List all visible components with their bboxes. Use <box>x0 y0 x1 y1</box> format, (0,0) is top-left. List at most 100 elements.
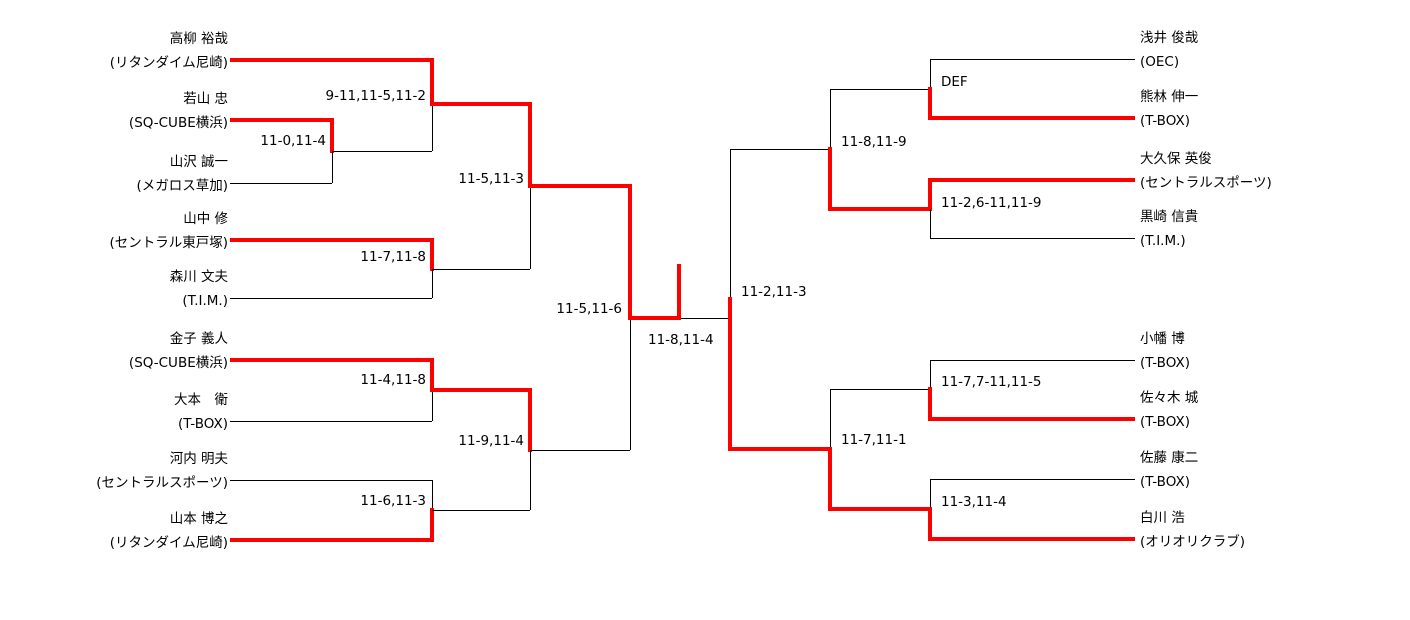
bracket-line <box>830 389 930 390</box>
player-club: (T.I.M.) <box>182 293 228 309</box>
player-left-8: 河内 明夫 (セントラルスポーツ) <box>96 447 228 495</box>
player-club: (T-BOX) <box>1140 474 1190 490</box>
player-right-6: 佐々木 城 (T-BOX) <box>1140 386 1198 434</box>
match-score-right-qf-top: 11-8,11-9 <box>841 134 907 150</box>
player-name: 小幡 博 <box>1140 331 1185 347</box>
player-right-5: 小幡 博 (T-BOX) <box>1140 327 1190 375</box>
bracket-line <box>230 298 432 299</box>
winner-path <box>430 508 434 542</box>
match-score-left-r16-low: 11-4,11-8 <box>360 372 426 388</box>
bracket-line <box>230 421 432 422</box>
player-club: (OEC) <box>1140 54 1180 70</box>
match-score-left-r16-top: 9-11,11-5,11-2 <box>325 88 427 104</box>
winner-path <box>430 238 434 271</box>
winner-path <box>928 116 1135 120</box>
winner-path <box>430 58 434 106</box>
bracket-line <box>432 390 433 421</box>
player-club: (SQ-CUBE横浜) <box>128 355 228 371</box>
player-club: (T-BOX) <box>1140 113 1190 129</box>
player-left-1: 高柳 裕哉 (リタンダイム尼崎) <box>110 27 228 75</box>
winner-path <box>528 102 532 188</box>
bracket-line <box>530 450 531 510</box>
match-score-right-r16-top: DEF <box>941 74 968 90</box>
winner-path <box>230 118 334 122</box>
winner-path <box>928 178 932 211</box>
winner-path <box>728 447 832 451</box>
winner-path <box>528 184 630 188</box>
winner-path <box>828 147 832 211</box>
winner-path <box>528 388 532 452</box>
bracket-line <box>930 479 931 509</box>
winner-path <box>230 358 434 362</box>
match-score-right-r16-low: 11-7,7-11,11-5 <box>941 374 1042 390</box>
bracket-line <box>230 183 332 184</box>
player-name: 佐々木 城 <box>1140 390 1199 406</box>
winner-path <box>230 58 434 62</box>
player-club: (リタンダイム尼崎) <box>109 55 228 71</box>
bracket-line <box>930 360 931 389</box>
champion-line <box>677 264 681 320</box>
player-left-2: 若山 忠 (SQ-CUBE横浜) <box>129 87 228 135</box>
winner-path <box>928 178 1135 182</box>
bracket-line <box>930 209 931 238</box>
player-left-6: 金子 義人 (SQ-CUBE横浜) <box>129 327 228 375</box>
winner-path <box>628 316 681 320</box>
match-score-right-qf-btm: 11-7,11-1 <box>841 432 907 448</box>
player-club: (T-BOX) <box>1140 355 1190 371</box>
player-name: 若山 忠 <box>183 91 228 107</box>
player-club: (SQ-CUBE横浜) <box>128 115 228 131</box>
winner-path <box>928 417 1135 421</box>
player-name: 浅井 俊哉 <box>1140 30 1199 46</box>
player-left-7: 大本 衛 (T-BOX) <box>174 388 228 436</box>
winner-path <box>430 358 434 392</box>
player-name: 白川 浩 <box>1140 510 1185 526</box>
player-left-5: 森川 文夫 (T.I.M.) <box>170 265 228 313</box>
player-name: 熊林 伸一 <box>1140 89 1199 105</box>
winner-path <box>828 447 832 511</box>
match-score-left-prelim: 11-0,11-4 <box>260 133 326 149</box>
bracket-line <box>432 269 433 298</box>
match-score-left-r16-mid: 11-7,11-8 <box>360 249 426 265</box>
bracket-line <box>730 149 830 150</box>
winner-path <box>828 207 932 211</box>
bracket-line <box>630 318 631 450</box>
match-score-final: 11-8,11-4 <box>648 332 714 348</box>
winner-path <box>430 102 530 106</box>
bracket-line <box>830 389 831 449</box>
bracket-line <box>930 360 1135 361</box>
bracket-line <box>681 318 730 319</box>
bracket-line <box>530 186 531 269</box>
player-club: (セントラルスポーツ) <box>96 475 228 491</box>
player-name: 大久保 英俊 <box>1140 151 1212 167</box>
match-score-right-semifinal: 11-2,11-3 <box>741 284 807 300</box>
winner-path <box>928 537 1135 541</box>
player-club: (セントラルスポーツ) <box>1140 175 1272 191</box>
bracket-line <box>930 238 1135 239</box>
player-name: 佐藤 康二 <box>1140 450 1199 466</box>
winner-path <box>330 118 334 153</box>
bracket-line <box>830 89 930 90</box>
player-left-9: 山本 博之 (リタンダイム尼崎) <box>110 507 228 555</box>
winner-path <box>628 184 632 320</box>
player-club: (オリオリクラブ) <box>1140 534 1246 550</box>
player-name: 山本 博之 <box>169 511 228 527</box>
player-name: 金子 義人 <box>169 331 228 347</box>
bracket-line <box>730 149 731 299</box>
match-score-left-semifinal: 11-5,11-6 <box>556 301 622 317</box>
match-score-left-r16-btm: 11-6,11-3 <box>360 493 426 509</box>
player-right-7: 佐藤 康二 (T-BOX) <box>1140 446 1198 494</box>
winner-path <box>430 388 530 392</box>
match-score-left-qf-top: 11-5,11-3 <box>458 171 524 187</box>
player-name: 河内 明夫 <box>169 451 228 467</box>
player-club: (T-BOX) <box>178 416 228 432</box>
bracket-line <box>930 59 1135 60</box>
bracket-line <box>930 59 931 89</box>
player-club: (T.I.M.) <box>1140 233 1186 249</box>
winner-path <box>828 507 932 511</box>
bracket-line <box>332 151 432 152</box>
bracket-line <box>830 89 831 149</box>
player-club: (T-BOX) <box>1140 414 1190 430</box>
player-name: 山中 修 <box>183 211 228 227</box>
player-club: (メガロス草加) <box>136 178 228 194</box>
